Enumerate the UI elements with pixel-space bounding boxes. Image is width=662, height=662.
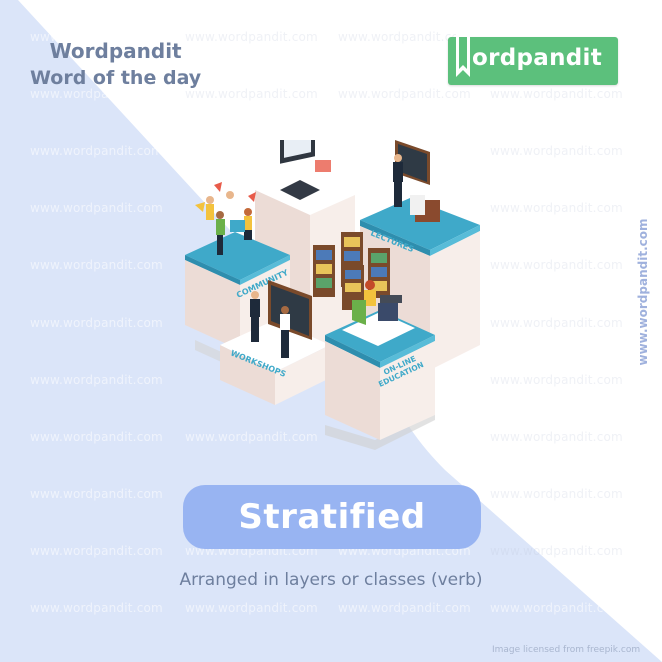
wordpandit-logo: ordpandit bbox=[448, 33, 618, 85]
education-illustration: COMMUNITY LECTURES WORKSHOPS ON-L bbox=[185, 140, 480, 450]
word-term: Stratified bbox=[238, 497, 426, 537]
brand-subtitle: Word of the day bbox=[30, 67, 202, 89]
word-pill: Stratified bbox=[183, 485, 481, 549]
logo-text: ordpandit bbox=[472, 45, 603, 71]
brand-title: Wordpandit bbox=[49, 39, 182, 63]
word-definition: Arranged in layers or classes (verb) bbox=[179, 570, 483, 590]
bookmark-w-icon bbox=[456, 33, 470, 77]
brand-heading: Wordpandit Word of the day bbox=[30, 38, 201, 92]
image-credit: Image licensed from freepik.com bbox=[492, 645, 641, 655]
side-url: www.wordpandit.com bbox=[636, 218, 650, 366]
